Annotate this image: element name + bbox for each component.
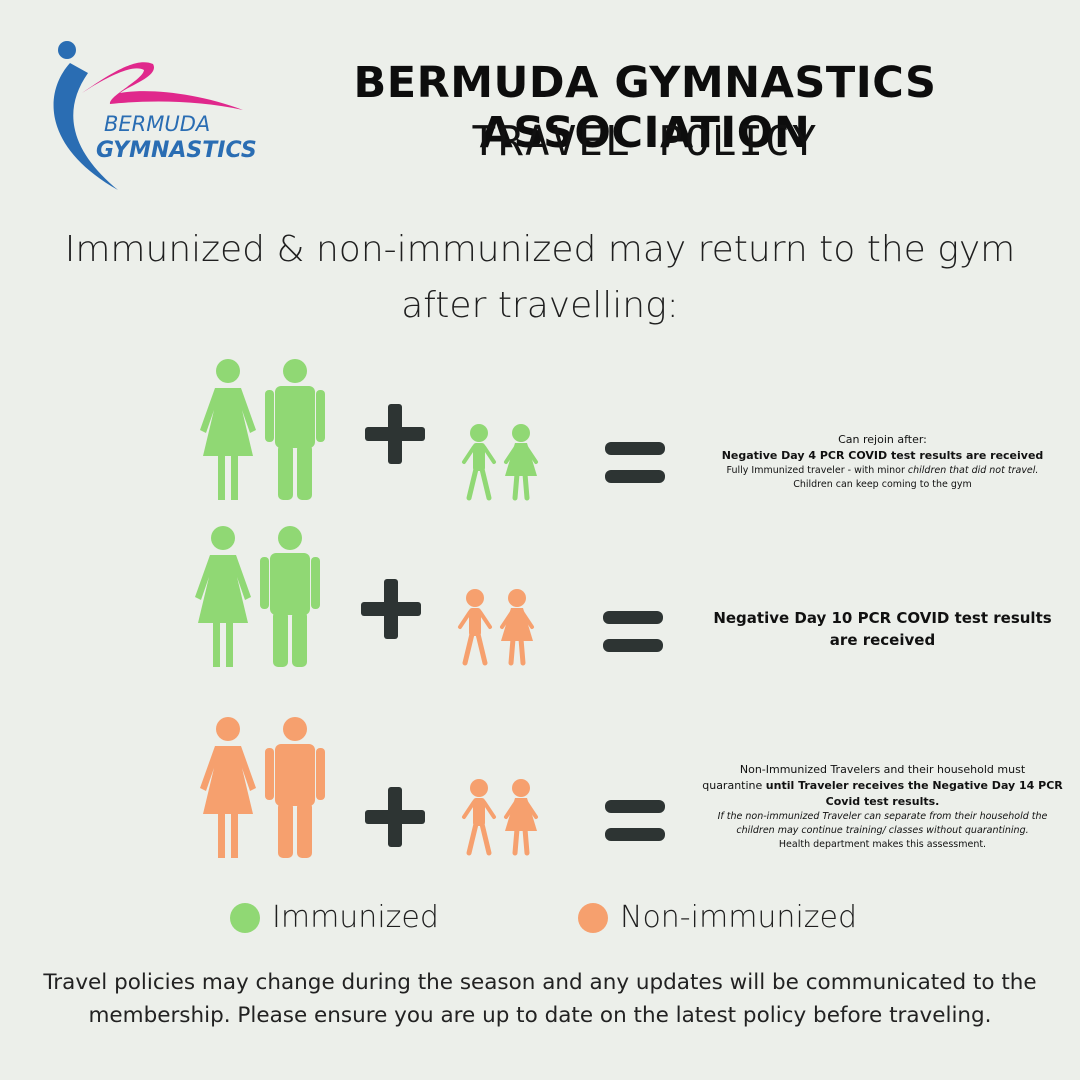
adult-male-icon: [260, 526, 320, 667]
family-figures: [195, 525, 555, 675]
policy-row-non-immunized-adults-non-immunized-children: Non-Immunized Travelers and their househ…: [0, 716, 1080, 866]
equals-icon: [603, 611, 663, 652]
bermuda-gymnastics-logo: BERMUDA GYMNASTICS: [48, 38, 258, 193]
gymnast-swoosh-icon: BERMUDA GYMNASTICS: [53, 41, 257, 190]
plus-icon: [365, 404, 425, 464]
adult-female-icon: [200, 717, 256, 858]
logo-line1: BERMUDA: [104, 112, 210, 136]
legend-label: Immunized: [272, 900, 439, 935]
plus-icon: [365, 787, 425, 847]
equals-icon: [605, 800, 665, 841]
child-boy-icon: [458, 589, 492, 666]
legend-dot: [578, 902, 608, 933]
row1-line4: Children can keep coming to the gym: [793, 479, 972, 490]
row1-line3b: children that did not travel.: [907, 465, 1039, 476]
legend-item-non-immunized: Non-immunized: [578, 900, 857, 935]
legend: Immunized Non-immunized: [0, 900, 1080, 945]
row3-line3: If the non-immunized Traveler can separa…: [717, 811, 1048, 836]
row1-description: Can rejoin after: Negative Day 4 PCR COV…: [700, 432, 1065, 492]
legend-item-immunized: Immunized: [230, 900, 439, 935]
child-girl-icon: [500, 589, 534, 666]
row1-line2: Negative Day 4 PCR COVID test results ar…: [721, 449, 1044, 462]
child-girl-icon: [504, 424, 538, 501]
row2-description: Negative Day 10 PCR COVID test results a…: [713, 609, 1052, 649]
adult-female-icon: [200, 359, 256, 500]
adult-female-icon: [195, 526, 251, 667]
footer-note: Travel policies may change during the se…: [43, 970, 1037, 1028]
plus-icon: [361, 579, 421, 639]
policy-row-immunized-adults-non-immunized-children: Negative Day 10 PCR COVID test results a…: [0, 525, 1080, 675]
row1-line3a: Fully Immunized traveler - with minor: [726, 465, 908, 476]
logo-line2: GYMNASTICS: [96, 138, 257, 163]
legend-dot: [230, 902, 260, 933]
row3-line2a: quarantine: [702, 779, 766, 792]
policy-row-immunized-adults-immunized-children: Can rejoin after: Negative Day 4 PCR COV…: [0, 358, 1080, 508]
row3-line1: Non-Immunized Travelers and their househ…: [739, 763, 1026, 776]
adult-male-icon: [265, 359, 325, 500]
row1-line1: Can rejoin after:: [838, 433, 927, 446]
child-girl-icon: [504, 779, 538, 856]
child-boy-icon: [462, 424, 496, 501]
row3-line4: Health department makes this assessment.: [778, 839, 987, 850]
adult-male-icon: [265, 717, 325, 858]
intro-text: Immunized & non-immunized may return to …: [64, 229, 1016, 326]
page-title: BERMUDA GYMNASTICS ASSOCIATION: [353, 58, 937, 158]
page-subtitle: TRAVEL POLICY: [471, 117, 819, 165]
row3-line2b: until Traveler receives the Negative Day…: [765, 779, 1063, 808]
family-figures: [195, 358, 555, 508]
family-figures: [195, 716, 555, 866]
child-boy-icon: [462, 779, 496, 856]
equals-icon: [605, 442, 665, 483]
row3-description: Non-Immunized Travelers and their househ…: [700, 762, 1065, 852]
legend-label: Non-immunized: [620, 900, 858, 935]
